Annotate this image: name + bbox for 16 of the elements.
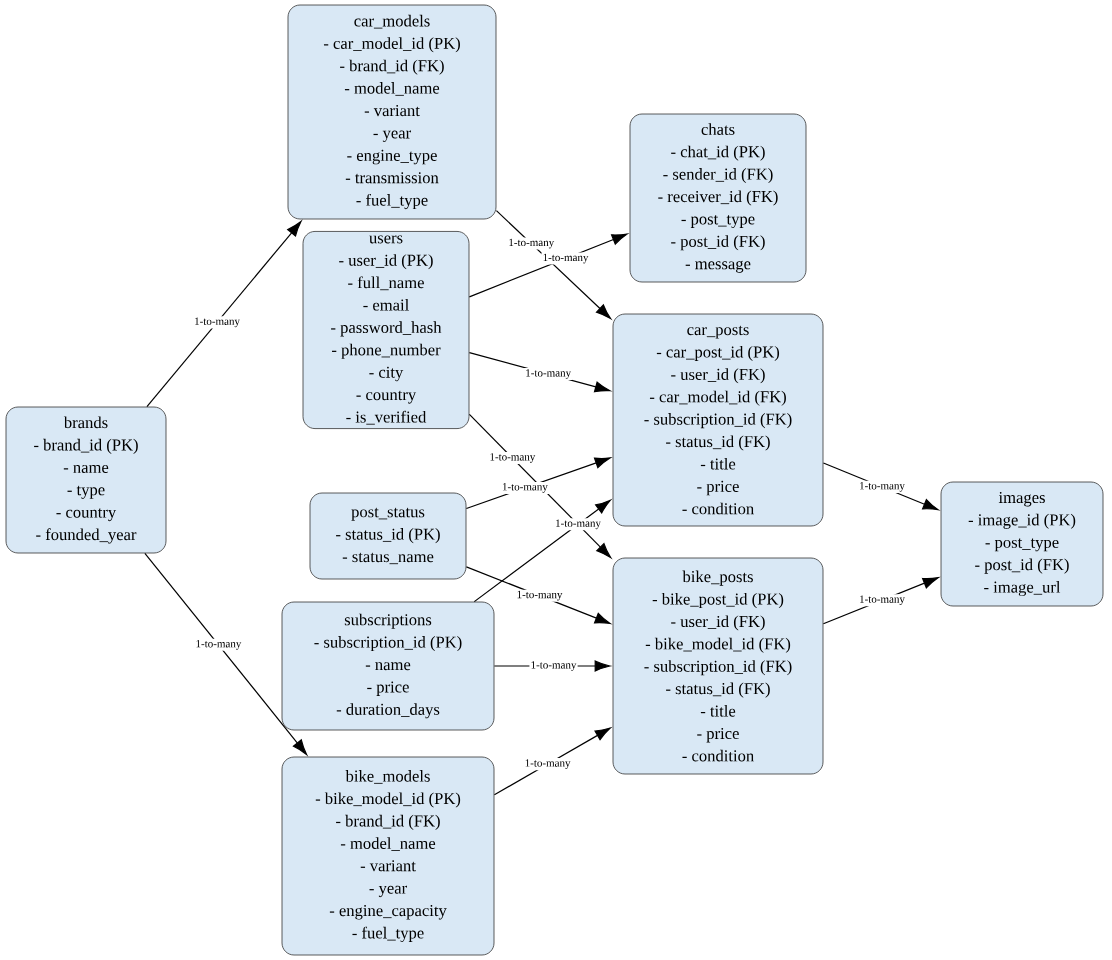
table-box: images - image_id (PK) - post_type - post_id (FK) - image_url [940,481,1104,607]
arrow [144,552,308,756]
arrow [468,233,628,298]
table-box: subscriptions - subscription_id (PK) - name - price - duration_days [281,601,495,731]
table-box: bike_posts - bike_post_id (PK) - user_id (FK) - bike_model_id (FK) - subscription_id (FK) - status_id (FK) - title - price - condition [612,557,824,775]
table-box: bike_models - bike_model_id (PK) - brand_id (FK) - model_name - variant - year - engine_capacity - fuel_type [281,756,495,956]
table-box: car_posts - car_post_id (PK) - user_id (FK) - car_model_id (FK) - subscription_id (FK) - status_id (FK) - title - price - condition [612,313,824,527]
table-box: post_status - status_id (PK) - status_name [309,492,467,580]
table-box: users - user_id (PK) - full_name - email - password_hash - phone_number - city - country - is_verified [302,231,470,429]
arrow [493,727,611,796]
table-box: car_models - car_model_id (PK) - brand_id (FK) - model_name - variant - year - engine_type - transmission - fuel_type [287,4,497,220]
table-box: brands - brand_id (PK) - name - type - country - founded_year [5,406,167,554]
arrow [495,210,612,320]
arrow [473,499,611,603]
arrow [146,220,302,408]
table-box: chats - chat_id (PK) - sender_id (FK) - receiver_id (FK) - post_type - post_id (FK) - message [629,113,807,283]
